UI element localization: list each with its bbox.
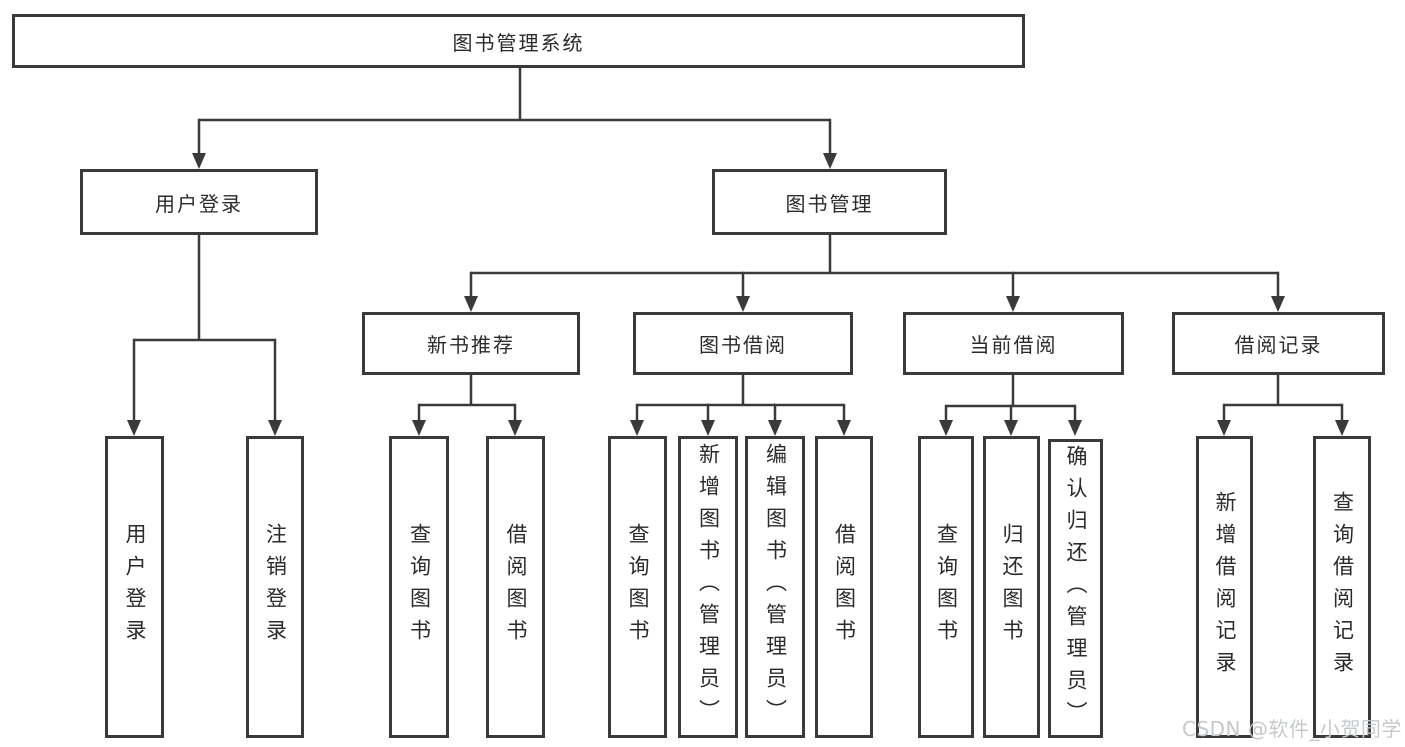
arrow-down-icon <box>508 420 522 436</box>
leaf-hist-query-record-label: 查询借阅记录 <box>1330 491 1355 683</box>
leaf-cur-confirm-return: 确认归还（管理员） <box>1048 439 1103 738</box>
arrow-down-icon <box>939 420 953 436</box>
arrow-down-icon <box>768 420 782 436</box>
arrow-down-icon <box>1004 420 1018 436</box>
node-new-book-rec: 新书推荐 <box>362 312 580 375</box>
leaf-bor-add-book-label: 新增图书（管理员） <box>696 443 721 731</box>
arrow-down-icon <box>464 296 478 312</box>
leaf-rec-query-book-label: 查询图书 <box>407 523 432 651</box>
arrow-down-icon <box>268 420 282 436</box>
leaf-logout-label: 注销登录 <box>263 523 288 651</box>
leaf-hist-query-record: 查询借阅记录 <box>1313 436 1371 738</box>
arrow-down-icon <box>701 420 715 436</box>
arrow-down-icon <box>1271 296 1285 312</box>
leaf-cur-return-book-label: 归还图书 <box>1000 523 1024 651</box>
node-book-mgmt: 图书管理 <box>712 169 947 235</box>
arrow-down-icon <box>736 296 750 312</box>
node-root: 图书管理系统 <box>12 14 1025 68</box>
leaf-bor-query-book-label: 查询图书 <box>626 523 650 651</box>
node-root-label: 图书管理系统 <box>452 30 585 55</box>
leaf-rec-borrow-book: 借阅图书 <box>486 436 545 738</box>
leaf-hist-add-record: 新增借阅记录 <box>1196 436 1253 738</box>
leaf-cur-query-book: 查询图书 <box>918 436 974 738</box>
arrow-down-icon <box>1068 420 1082 436</box>
arrow-down-icon <box>823 153 837 169</box>
connector-group-5 <box>939 375 1082 436</box>
node-book-mgmt-label: 图书管理 <box>785 191 874 216</box>
leaf-bor-edit-book-label: 编辑图书（管理员） <box>763 443 788 731</box>
connector-group-4 <box>630 375 851 436</box>
connector-group-1 <box>127 235 282 436</box>
leaf-rec-borrow-book-label: 借阅图书 <box>504 523 528 651</box>
leaf-cur-return-book: 归还图书 <box>983 436 1040 738</box>
arrow-down-icon <box>192 153 206 169</box>
leaf-logout: 注销登录 <box>246 436 304 738</box>
leaf-hist-add-record-label: 新增借阅记录 <box>1213 491 1237 683</box>
leaf-bor-borrow-book: 借阅图书 <box>815 436 873 738</box>
node-borrow-record: 借阅记录 <box>1172 312 1385 375</box>
connector-group-0 <box>192 68 837 169</box>
node-book-borrow-label: 图书借阅 <box>699 333 787 357</box>
leaf-user-login-label: 用户登录 <box>123 523 147 651</box>
leaf-cur-confirm-return-label: 确认归还（管理员） <box>1064 444 1088 733</box>
leaf-bor-query-book: 查询图书 <box>608 436 667 738</box>
node-borrow-record-label: 借阅记录 <box>1234 333 1323 357</box>
node-current-borrow: 当前借阅 <box>903 312 1124 375</box>
node-new-book-rec-label: 新书推荐 <box>427 333 515 357</box>
arrow-down-icon <box>127 420 141 436</box>
arrow-down-icon <box>630 420 644 436</box>
node-user-login: 用户登录 <box>80 169 318 235</box>
node-book-borrow: 图书借阅 <box>633 312 853 375</box>
connector-group-2 <box>464 235 1285 312</box>
leaf-user-login: 用户登录 <box>105 436 164 738</box>
arrow-down-icon <box>1335 420 1349 436</box>
arrow-down-icon <box>1006 296 1020 312</box>
connector-group-6 <box>1217 375 1349 436</box>
arrow-down-icon <box>1217 420 1231 436</box>
csdn-watermark: CSDN @软件_小贺同学 <box>1182 717 1402 741</box>
node-user-login-label: 用户登录 <box>155 191 243 216</box>
leaf-rec-query-book: 查询图书 <box>389 436 449 738</box>
arrow-down-icon <box>412 420 426 436</box>
leaf-bor-borrow-book-label: 借阅图书 <box>832 523 857 651</box>
leaf-bor-edit-book: 编辑图书（管理员） <box>745 436 805 738</box>
leaf-cur-query-book-label: 查询图书 <box>934 523 959 651</box>
leaf-bor-add-book: 新增图书（管理员） <box>678 436 738 738</box>
arrow-down-icon <box>837 420 851 436</box>
node-current-borrow-label: 当前借阅 <box>969 333 1058 357</box>
connector-group-3 <box>412 375 522 436</box>
